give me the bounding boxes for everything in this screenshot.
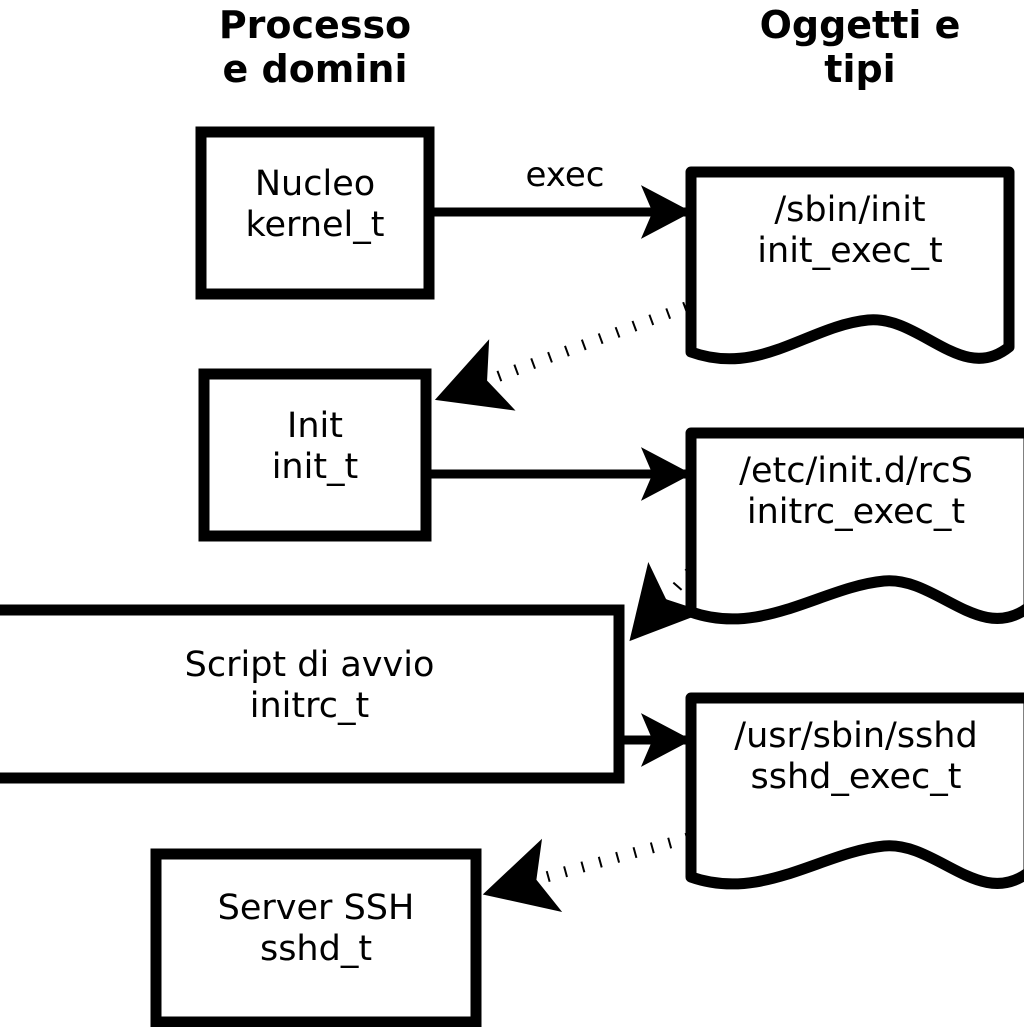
object-node-sshd-exec[interactable] [685,692,1024,890]
object-node-initrc-exec[interactable] [685,427,1024,625]
process-node-kernel[interactable] [195,126,435,300]
column-header-objects: Oggetti e tipi [759,3,961,91]
process-node-initrc[interactable] [0,604,625,784]
process-node-sshd[interactable] [150,848,482,1027]
edge-sshd-exec-to-sshd [482,832,690,913]
process-node-init[interactable] [198,368,432,542]
edge-initrc-exec-to-initrc [628,561,706,642]
column-header-processes: Processo e domini [218,3,412,91]
edge-label-exec: exec [525,155,605,195]
edge-init-exec-to-init [434,301,688,411]
object-node-init-exec[interactable] [685,166,1015,365]
